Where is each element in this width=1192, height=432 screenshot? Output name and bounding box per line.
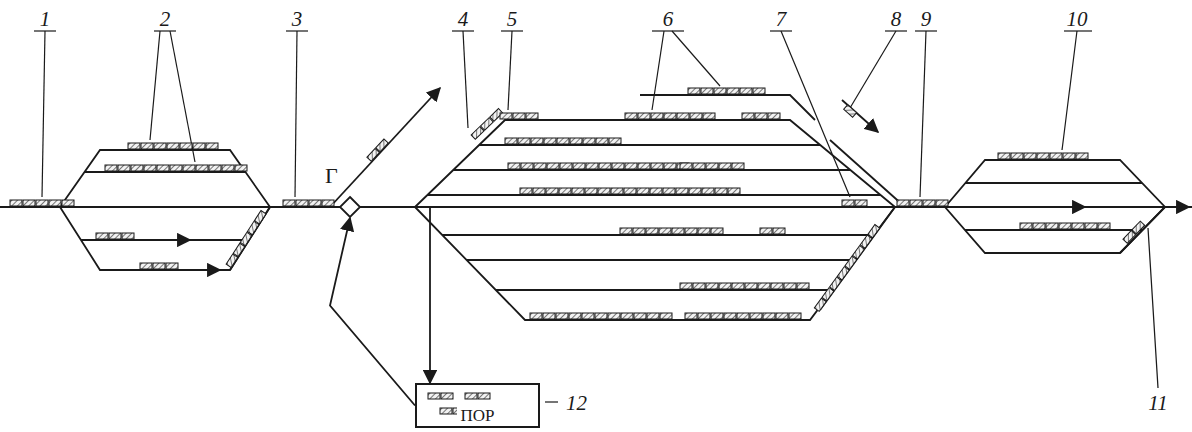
wagon-string	[505, 138, 621, 144]
wagon-string	[1123, 221, 1145, 243]
flow-arrow	[361, 207, 430, 383]
wagon-string	[814, 225, 879, 312]
callout-number: 11	[1148, 392, 1167, 414]
wagon-string	[702, 188, 740, 194]
diamond-outline	[339, 196, 361, 218]
flow-arrow	[330, 218, 415, 406]
wagon-string	[428, 393, 453, 399]
wagon-string	[680, 163, 744, 169]
callout-number: 6	[663, 8, 674, 30]
wagon-string	[520, 188, 701, 194]
callout-number: 5	[507, 8, 518, 30]
wagon-string	[844, 105, 857, 117]
callout-number: 3	[292, 8, 303, 30]
wagon-string	[140, 263, 178, 269]
wagon-string	[508, 163, 689, 169]
wagon-string	[897, 200, 948, 206]
wagon-string	[685, 313, 801, 319]
wagon-string	[471, 109, 503, 140]
callout-number: 2	[160, 8, 171, 30]
wagon-string	[530, 313, 672, 319]
wagon-string	[96, 233, 134, 239]
wagon-string	[10, 200, 74, 206]
yard-box: ПОР	[415, 383, 540, 428]
callout-number: 9	[921, 8, 932, 30]
wagon-string	[283, 200, 334, 206]
callout-number: 7	[776, 8, 787, 30]
wagon-string	[998, 153, 1088, 159]
wagon-string	[1020, 223, 1110, 229]
wagon-string	[680, 283, 809, 289]
wagon-string	[128, 143, 218, 149]
wagon-string	[500, 113, 538, 119]
box-label: ПОР	[457, 407, 497, 425]
wagon-string	[620, 228, 723, 234]
callout-number: 4	[458, 8, 469, 30]
hump-label: Г	[325, 164, 338, 188]
hump-diamond: Г	[339, 196, 361, 218]
callout-number: 10	[1067, 8, 1088, 30]
callout-number: 1	[40, 8, 51, 30]
wagon-string	[625, 113, 715, 119]
wagon-string	[226, 211, 266, 268]
wagon-string	[742, 113, 780, 119]
wagon-string	[688, 88, 765, 94]
callout-number: 12	[566, 392, 587, 414]
wagon-string	[105, 165, 247, 171]
callout-number: 8	[891, 8, 902, 30]
wagon-string	[760, 228, 785, 234]
wagon-string	[465, 393, 490, 399]
wagon-string	[367, 139, 388, 161]
wagon-string	[842, 200, 867, 206]
